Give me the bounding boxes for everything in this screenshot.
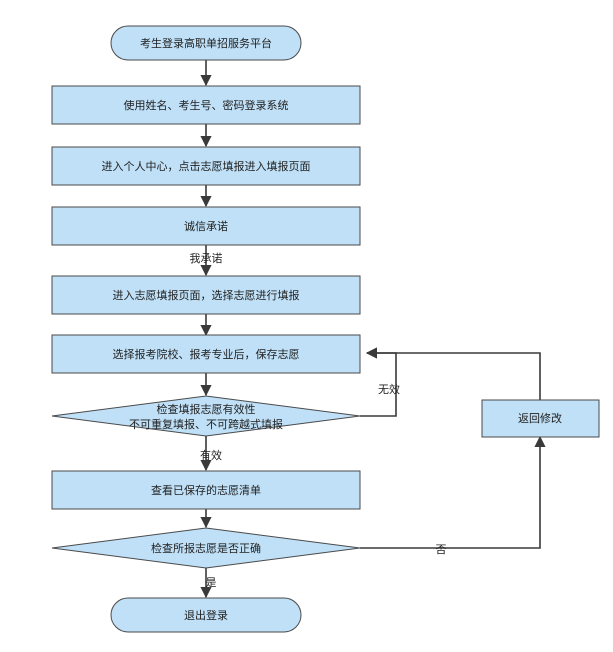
node-start-label: 考生登录高职单招服务平台 (140, 36, 272, 50)
node-center (51, 146, 361, 186)
edge-label-invalid: 无效 (378, 382, 400, 396)
node-center-label: 进入个人中心，点击志愿填报进入填报页面 (102, 159, 311, 173)
node-check1-label-2: 不可重复填报、不可跨越式填报 (129, 417, 283, 431)
node-list (51, 470, 361, 510)
edge-label-no: 否 (436, 543, 447, 556)
node-modify (481, 399, 600, 438)
edge-check2-modify-no (360, 435, 546, 549)
node-select-label: 选择报考院校、报考专业后，保存志愿 (113, 347, 300, 361)
edge-label-yes: 是 (206, 576, 217, 589)
node-promise-label: 诚信承诺 (184, 220, 228, 233)
node-list-label: 查看已保存的志愿清单 (151, 483, 261, 497)
node-check1 (51, 395, 361, 437)
node-end (110, 597, 302, 633)
node-login-label: 使用姓名、考生号、密码登录系统 (124, 98, 289, 112)
edge-label-promise: 我承诺 (190, 252, 223, 265)
edge-modify-select (365, 347, 541, 400)
node-fillpage (51, 275, 361, 315)
node-modify-label: 返回修改 (518, 411, 562, 425)
node-check1-label-1: 检查填报志愿有效性 (157, 402, 256, 416)
node-fillpage-label: 进入志愿填报页面，选择志愿进行填报 (113, 288, 300, 302)
node-check2-label: 检查所报志愿是否正确 (151, 541, 261, 555)
edge-label-valid: 有效 (200, 448, 222, 462)
node-check2 (51, 527, 361, 569)
node-end-label: 退出登录 (184, 608, 228, 622)
node-login (51, 85, 361, 125)
node-start (110, 25, 302, 61)
node-select (51, 334, 361, 374)
node-promise (51, 206, 361, 246)
